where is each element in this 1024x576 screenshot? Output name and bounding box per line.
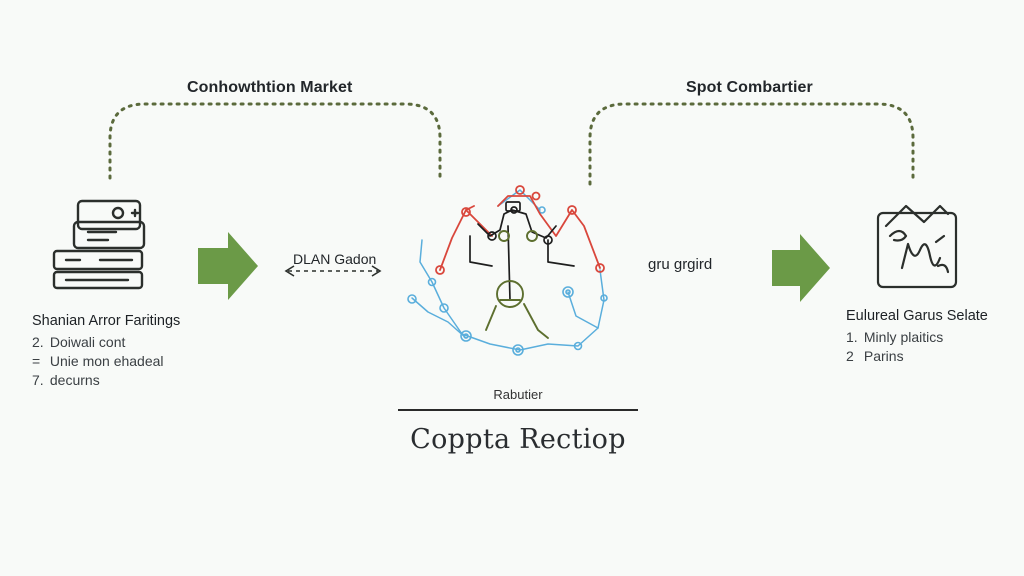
label-middle-left: DLAN Gadon — [293, 251, 377, 267]
dotted-connector-left — [108, 102, 442, 184]
list-item: = Unie mon ehadeal — [32, 352, 180, 371]
list-item-text: Minly plaitics — [863, 329, 944, 345]
server-stack-icon — [52, 199, 146, 290]
double-arrow-icon — [284, 265, 382, 277]
list-item-text: Unie mon ehadeal — [49, 353, 164, 369]
caption-subtitle: Rabutier — [493, 387, 543, 402]
list-marker: 2. — [32, 334, 44, 350]
right-arrow-icon — [198, 232, 258, 300]
right-block-heading: Eulureal Garus Selate — [846, 308, 988, 324]
label-middle-right: gru grgird — [648, 256, 713, 273]
list-item: 2. Doiwali cont — [32, 333, 180, 352]
label-top-right: Spot Combartier — [686, 79, 813, 96]
list-item: 7. decurns — [32, 371, 180, 390]
left-text-block: Shanian Arror Faritings 2. Doiwali cont … — [32, 312, 180, 390]
list-item: 1. Minly plaitics — [846, 328, 988, 347]
list-marker: 7. — [32, 372, 44, 388]
list-item-text: Parins — [863, 348, 904, 364]
label-top-left: Conhowthtion Market — [187, 79, 353, 96]
list-item-text: Doiwali cont — [49, 334, 126, 350]
dotted-connector-right — [588, 102, 915, 186]
framed-sketch-icon — [876, 204, 958, 289]
list-item: 2 Parins — [846, 347, 988, 366]
network-figure-icon — [407, 185, 608, 356]
left-block-heading: Shanian Arror Faritings — [32, 313, 181, 329]
right-text-block: Eulureal Garus Selate 1. Minly plaitics … — [846, 307, 988, 366]
list-marker: 2 — [846, 348, 854, 364]
list-item-text: decurns — [49, 372, 100, 388]
list-marker: = — [32, 353, 41, 369]
caption-title: Coppta Rectiop — [410, 424, 626, 455]
list-marker: 1. — [846, 329, 858, 345]
right-arrow-icon — [772, 234, 830, 302]
